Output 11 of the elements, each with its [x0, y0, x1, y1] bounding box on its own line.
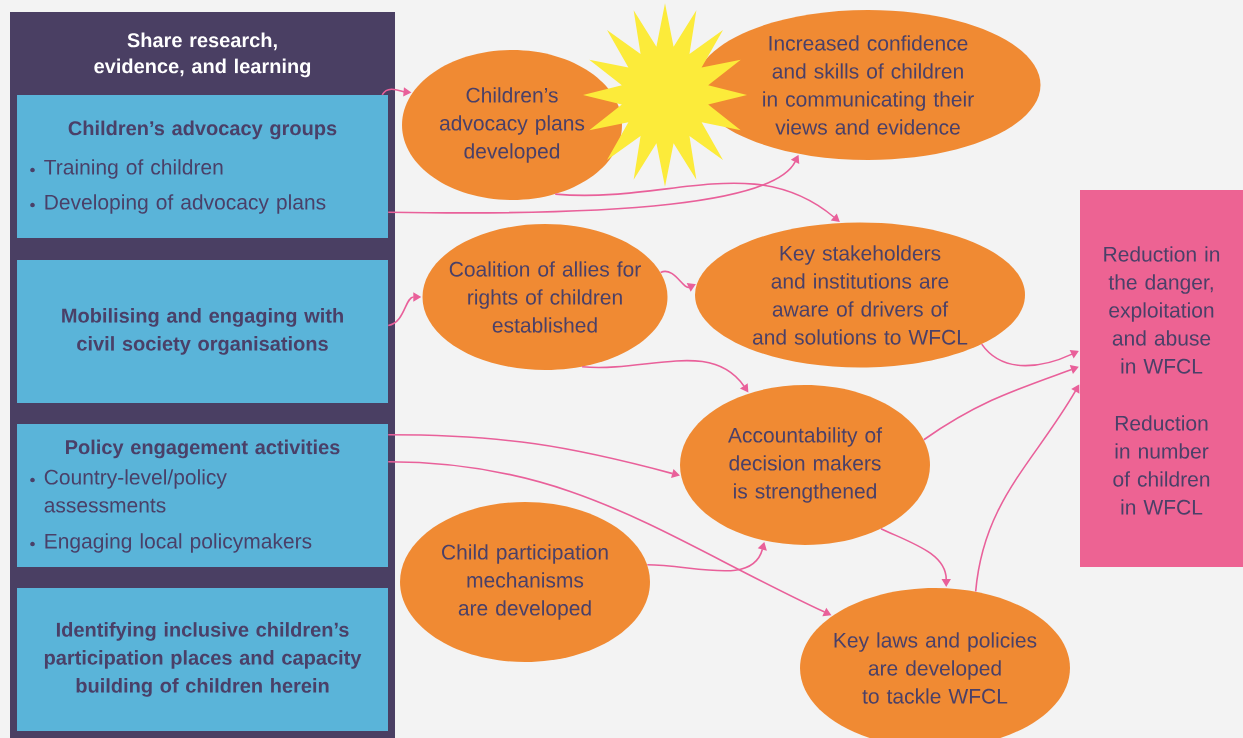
activity-box: Mobilising and engaging with civil society organisations: [17, 260, 388, 403]
bullet-text: Training of children: [44, 159, 223, 179]
impact-box: Reduction in the danger, exploitation and abuse in WFCL Reduction in number of children in WFCL: [1080, 190, 1243, 567]
activity-box: Identifying inclusive children’s participation places and capacity building of children herein: [17, 588, 388, 731]
arrow: [880, 527, 951, 587]
arrow: [980, 343, 1079, 367]
bullet-text: Developing of advocacy plans: [45, 194, 326, 214]
arrow: [974, 384, 1080, 593]
arrow: [923, 365, 1079, 441]
bullet-text: Country-level/policy assessments: [44, 469, 227, 513]
bullet-text: Engaging local policymakers: [45, 533, 312, 553]
